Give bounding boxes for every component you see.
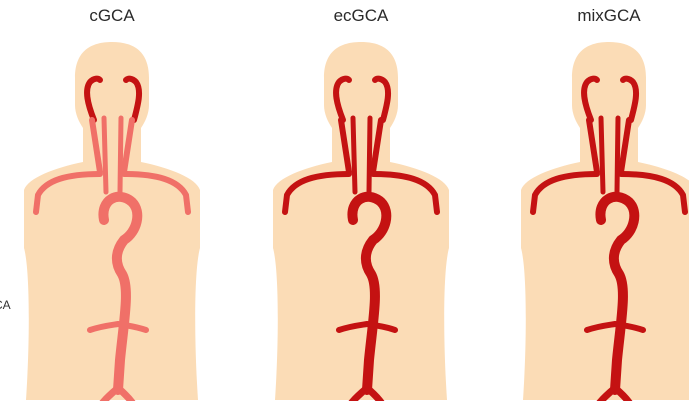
body-silhouette: [273, 42, 449, 400]
left-vertebral-artery: [601, 118, 603, 192]
right-vertebral-artery: [369, 118, 370, 192]
body-silhouette: [24, 42, 200, 400]
left-vertebral-artery: [104, 118, 106, 192]
left-vertebral-artery: [353, 118, 355, 192]
body-figure-ecgca: [273, 42, 449, 401]
body-figure-mixgca: [521, 42, 689, 401]
body-figure-cgca: [24, 42, 200, 401]
right-vertebral-artery: [617, 118, 618, 192]
right-vertebral-artery: [120, 118, 121, 192]
